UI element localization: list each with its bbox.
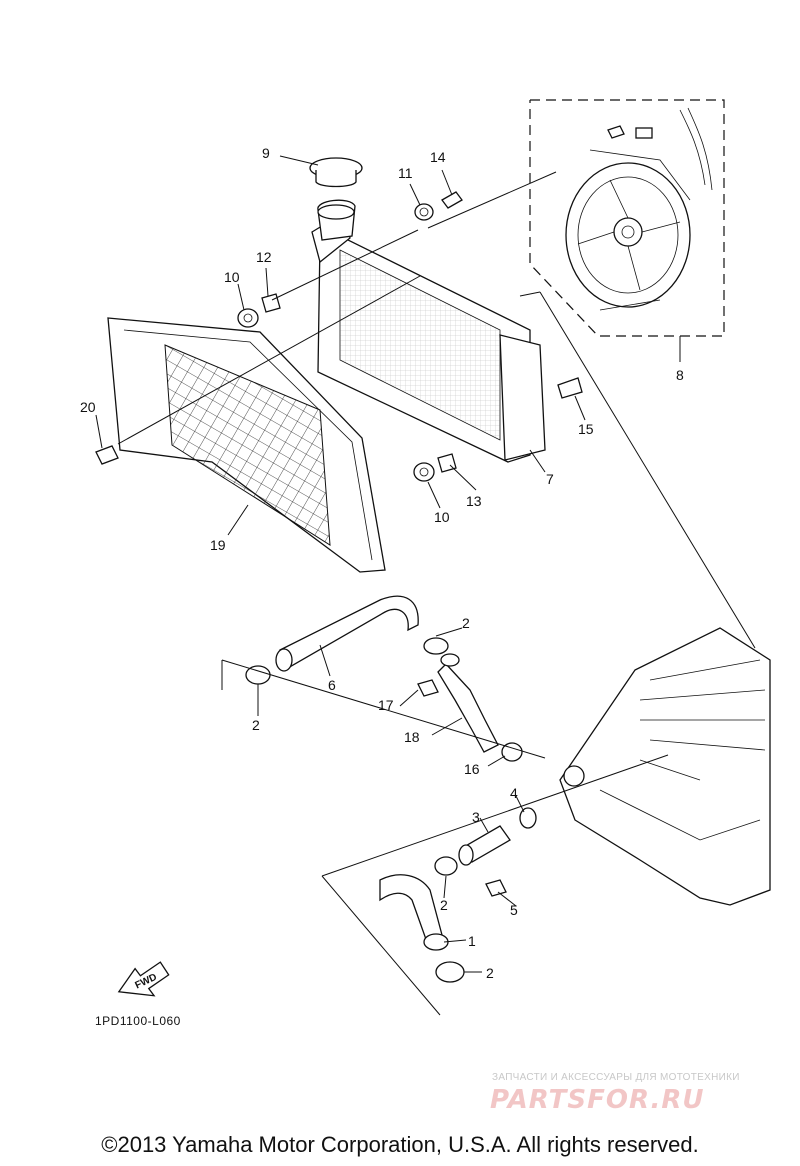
callout-2-d: 2 (486, 965, 494, 981)
callout-17: 17 (378, 697, 394, 713)
callout-2-a: 2 (462, 615, 470, 631)
callout-12: 12 (256, 249, 272, 265)
callout-10-upper: 10 (224, 269, 240, 285)
callout-20: 20 (80, 399, 96, 415)
fan-motor-assembly (529, 99, 725, 337)
callout-11: 11 (398, 165, 413, 181)
callout-labels: 9 14 11 12 10 20 19 13 10 15 7 8 2 6 2 1… (80, 145, 684, 981)
watermark-tagline: ЗАПЧАСТИ И АКСЕССУАРЫ ДЛЯ МОТОТЕХНИКИ (492, 1072, 740, 1083)
callout-3: 3 (472, 809, 480, 825)
radiator (311, 199, 546, 463)
leader-lines (95, 155, 756, 1016)
radiator-cap (309, 157, 363, 220)
callout-2-b: 2 (252, 717, 260, 733)
callout-15: 15 (578, 421, 594, 437)
clamps-and-seals (245, 637, 537, 983)
engine-cylinder (559, 627, 771, 906)
callout-14: 14 (430, 149, 446, 165)
diagram-code: 1PD1100-L060 (95, 1014, 181, 1028)
callout-4: 4 (510, 785, 518, 801)
callout-19: 19 (210, 537, 226, 553)
callout-7: 7 (546, 471, 554, 487)
callout-5: 5 (510, 902, 518, 918)
callout-1: 1 (468, 933, 476, 949)
callout-18: 18 (404, 729, 420, 745)
callout-16: 16 (464, 761, 480, 777)
forward-direction-arrow: FWD (117, 961, 170, 997)
hoses (275, 595, 511, 951)
callout-8: 8 (676, 367, 684, 383)
copyright-notice: ©2013 Yamaha Motor Corporation, U.S.A. A… (101, 1132, 699, 1157)
small-hardware (95, 191, 583, 482)
callout-13: 13 (466, 493, 482, 509)
callout-2-c: 2 (440, 897, 448, 913)
callout-10-lower: 10 (434, 509, 450, 525)
callout-6: 6 (328, 677, 336, 693)
callout-9: 9 (262, 145, 270, 161)
watermark-logo: PARTSFOR.RU (490, 1085, 705, 1115)
